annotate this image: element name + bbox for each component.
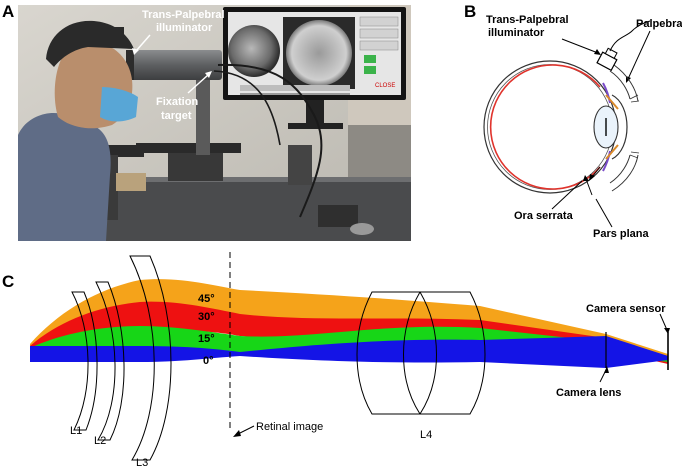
label-retinal-image: Retinal image (256, 421, 323, 433)
cornea (611, 94, 628, 160)
panel-b-letter: B (464, 2, 477, 21)
angle-label-15: 15° (198, 333, 215, 345)
fundus-image-left (228, 25, 280, 77)
label-camera-lens: Camera lens (556, 387, 621, 399)
eye-label-ora-serrata: Ora serrata (514, 210, 574, 222)
eye-label-illuminator: Trans-Palpebral illuminator (486, 14, 572, 39)
angle-label-30: 30° (198, 311, 215, 323)
panel-c-letter: C (2, 272, 15, 291)
panel-a-letter: A (2, 2, 15, 21)
fundus-image-right (286, 20, 352, 86)
illuminator-probe (596, 47, 618, 72)
person-body (18, 113, 111, 241)
face-mask (100, 87, 138, 122)
lens-label-l1: L1 (70, 425, 82, 437)
angle-label-0: 0° (203, 355, 214, 367)
setup-photo: CLOSE Trans-Palpebral illuminator Fixati… (18, 5, 411, 241)
eye-label-pars-plana: Pars plana (593, 228, 650, 240)
cap (46, 20, 134, 67)
lens-label-l4: L4 (420, 429, 432, 441)
monitor-close-label: CLOSE (375, 83, 395, 89)
label-camera-sensor: Camera sensor (586, 303, 666, 315)
optical-layout: 45° 30° 15° 0° L1 L2 L3 L4 Retinal image… (30, 252, 670, 469)
eye-schematic: Trans-Palpebral illuminator Palpebra Ora… (483, 14, 682, 240)
lens-l3 (129, 255, 172, 461)
photo-label-fixation: Fixation target (156, 96, 201, 122)
angle-label-45: 45° (198, 293, 215, 305)
lens-l4 (356, 291, 486, 415)
lens-label-l3: L3 (136, 457, 148, 469)
illuminator-tube (130, 50, 222, 80)
eye-label-palpebra: Palpebra (636, 18, 682, 30)
photo-label-illuminator: Trans-Palpebral illuminator (142, 9, 228, 34)
retina (489, 64, 601, 190)
lens-label-l2: L2 (94, 435, 106, 447)
lens-l1 (71, 291, 98, 431)
beam-0 (30, 336, 668, 368)
lens-l2 (95, 281, 125, 441)
